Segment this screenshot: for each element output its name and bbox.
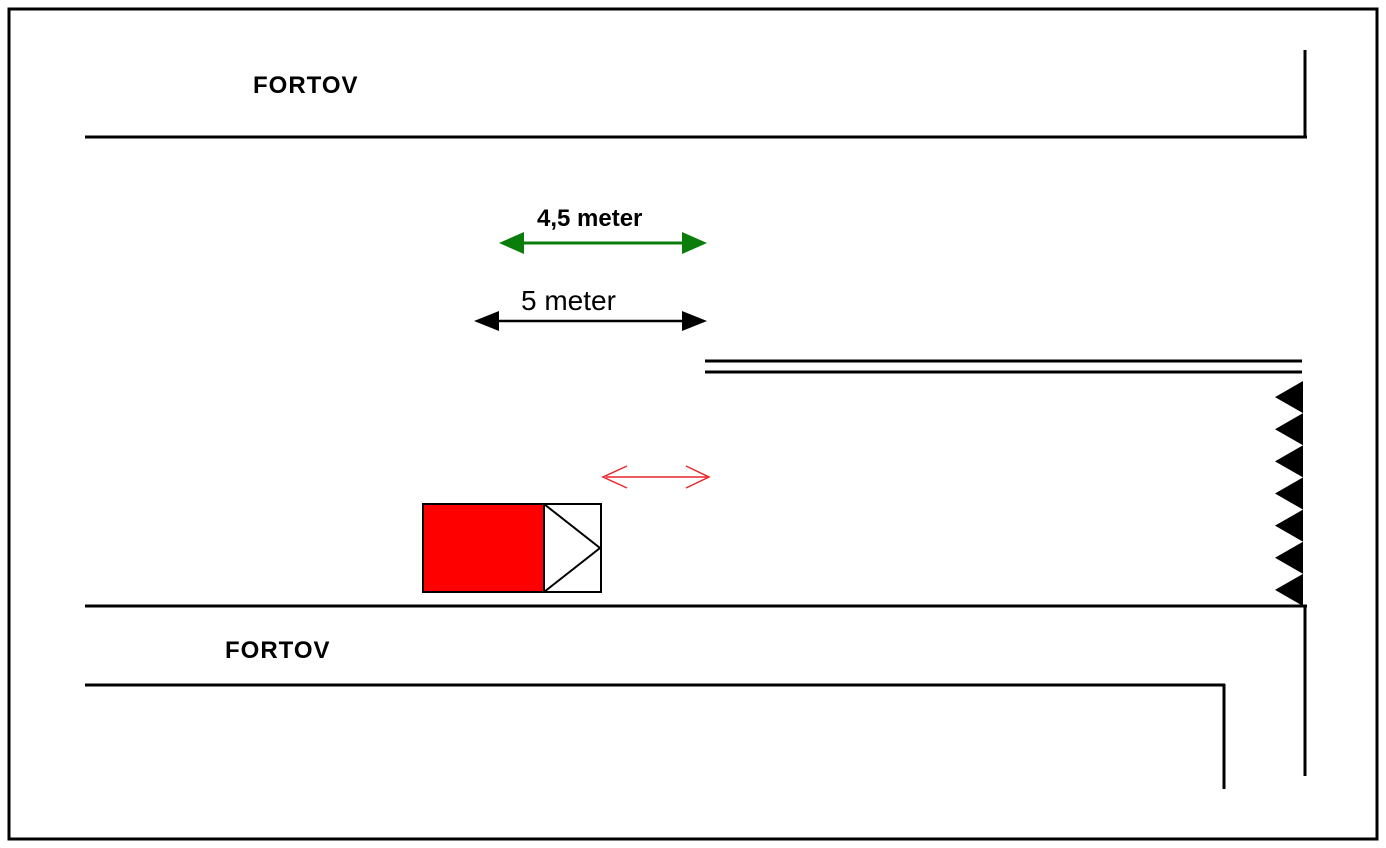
yield-triangle-icon [1275,509,1303,542]
double-line-island [705,359,1302,374]
bottom-road-edge [85,683,1226,789]
dimension-arrow-red [601,465,711,489]
outer-frame [7,7,1379,841]
yield-triangle-icon [1275,541,1303,574]
vehicle-body [422,503,545,593]
vehicle-front [543,503,602,593]
top-road-edge [85,50,1307,139]
yield-triangle-icon [1275,381,1303,414]
dimension-label-black: 5 meter [521,285,616,316]
yield-triangle-icon [1275,445,1303,478]
yield-triangle-icon [1275,573,1303,606]
middle-road-edge [85,604,1307,776]
fortov-label-bottom: FORTOV [225,637,331,664]
dimension-arrow-green [499,232,707,254]
dimension-label-green: 4,5 meter [537,205,642,232]
vehicle-direction-icon [543,503,602,593]
yield-triangle-icon [1275,477,1303,510]
yield-triangle-markers [1275,381,1303,606]
dimension-arrow-black [474,311,707,331]
yield-triangle-icon [1275,413,1303,446]
vehicle [422,503,602,593]
fortov-label-top: FORTOV [253,72,359,99]
